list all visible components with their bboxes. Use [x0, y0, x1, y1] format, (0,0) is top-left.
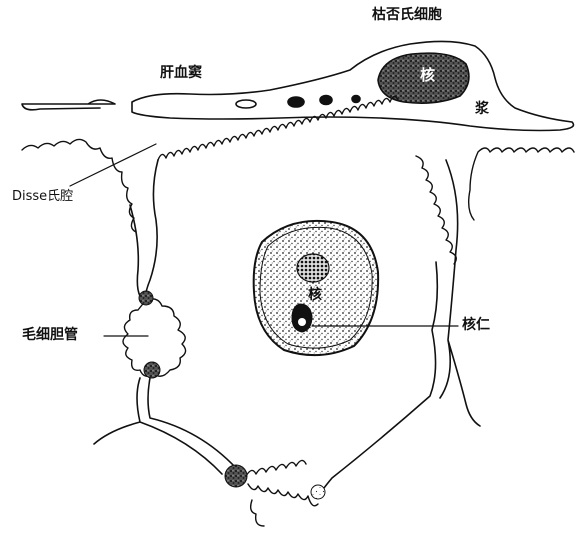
right-microvilli — [469, 148, 574, 220]
disse-space-label: Disse氏腔 — [12, 190, 73, 203]
hepatocyte-left-wall-outer — [130, 205, 140, 296]
hepatocyte-microvilli-bottom — [246, 460, 318, 526]
sinusoid-endothelium-left — [22, 100, 115, 110]
kupffer-cell-outline — [132, 41, 574, 130]
hepatocyte-lower-left-outer — [94, 378, 222, 474]
hepatocyte-lower-left-wall — [148, 378, 236, 468]
junction-blob — [144, 362, 160, 378]
kupffer-nucleus-label: 核 — [420, 68, 435, 83]
kupffer-cell-label: 枯否氏细胞 — [372, 8, 442, 22]
nucleolus-inner — [298, 318, 306, 326]
bile-canaliculus-label: 毛细胆管 — [22, 328, 78, 342]
sinusoid-vesicle — [236, 100, 256, 108]
hepatocyte-nucleus-label: 核 — [308, 288, 322, 302]
nucleolus-label: 核仁 — [462, 318, 490, 332]
chromatin-cluster — [297, 254, 329, 282]
plasma-label: 浆 — [475, 102, 489, 116]
junction-blob — [311, 485, 325, 499]
sinusoid-granule — [288, 97, 304, 107]
hepatocyte-left-wall — [146, 160, 159, 300]
hepatocyte-right-wall-outer — [440, 160, 480, 426]
sinusoid-granule — [352, 96, 360, 103]
sinusoid-granule — [320, 96, 332, 105]
hepatocyte-microvilli-left-upper — [22, 139, 136, 232]
sinusoid-label: 肝血窦 — [160, 66, 202, 80]
hepatocyte-microvilli-top — [158, 96, 398, 160]
junction-blob — [139, 291, 153, 305]
junction-blob — [225, 465, 247, 487]
